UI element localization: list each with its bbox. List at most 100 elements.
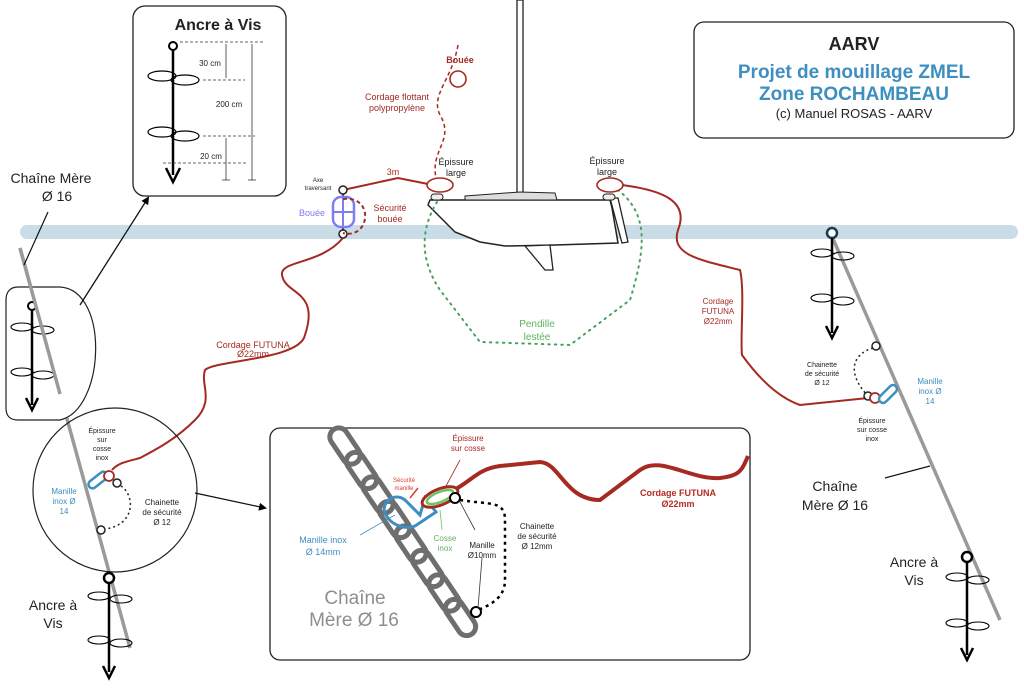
left-safety-chain-1: de sécurité — [142, 508, 182, 517]
left-chain-label-1: Chaîne Mère — [11, 170, 92, 186]
dim-30cm: 30 cm — [199, 59, 221, 68]
zoom-safety-chain-0: Chainette — [520, 522, 555, 531]
zoom-shackle-safety-1: manille — [394, 486, 414, 492]
weighted-pendant — [423, 189, 643, 347]
zoom-chain-label-1: Chaîne — [324, 588, 385, 609]
left-shackle-label-0: Manille — [51, 487, 77, 496]
anchor-detail-box — [132, 5, 287, 197]
title-copyright: (c) Manuel ROSAS - AARV — [776, 106, 933, 121]
right-shackle-label-2: 14 — [926, 397, 935, 406]
chain-label-leader-left — [23, 211, 49, 266]
zoom-rope-label-1: Ø22mm — [661, 499, 694, 509]
left-rope-label-0: Cordage FUTUNA — [216, 340, 290, 350]
right-chain-label-2: Mère Ø 16 — [802, 497, 868, 513]
left-rope-label-1: Ø22mm — [237, 349, 269, 359]
buoy-safety-label-1: bouée — [377, 214, 402, 224]
left-shackle-label-2: 14 — [60, 507, 69, 516]
zoom-small-shackle-1: Ø10mm — [468, 551, 497, 560]
left-safety-chain-0: Chainette — [145, 498, 180, 507]
chain-link — [426, 572, 462, 614]
title-box — [693, 21, 1015, 139]
chain-link — [343, 449, 380, 492]
right-safety-chain-0: Chainette — [807, 362, 837, 369]
title-text: AARV Projet de mouillage ZMEL Zone ROCHA… — [738, 34, 971, 121]
left-shackle-label-1: inox Ø — [52, 497, 75, 506]
splice-left-label-0: Épissure — [438, 157, 473, 167]
chain-link — [327, 425, 363, 467]
title-org: AARV — [829, 34, 880, 54]
left-connection-circle — [32, 407, 198, 573]
splice-left-label-1: large — [446, 168, 466, 178]
right-safety-chain-1: de sécurité — [805, 371, 839, 378]
pendant-label-0: Pendille — [519, 319, 555, 330]
chain-link — [409, 547, 446, 590]
buoy-label: Bouée — [299, 208, 325, 218]
left-bottom-anchor — [87, 583, 133, 681]
float-rope-label-0: Cordage flottant — [365, 92, 430, 102]
length-3m-label: 3m — [387, 167, 400, 177]
right-rope-label-1: FUTUNA — [702, 307, 735, 316]
chain-label-leader-right — [884, 465, 931, 479]
left-anchor-label-1: Ancre à — [29, 597, 77, 613]
splice-right — [596, 177, 624, 193]
callout-arrow-anchor — [79, 196, 150, 306]
right-futuna-rope — [621, 184, 869, 407]
left-chain-label-2: Ø 16 — [42, 188, 73, 204]
zoom-splice-label-1: sur cosse — [451, 444, 486, 453]
right-top-anchor — [810, 226, 855, 341]
dim-200cm: 200 cm — [216, 100, 243, 109]
axis-label-1: traversant — [305, 186, 332, 192]
top-buoy-label: Bouée — [446, 55, 474, 65]
right-anchor-label-1: Ancre à — [890, 554, 938, 570]
mooring-buoy — [331, 185, 367, 239]
left-splice-label-0: Épissure — [88, 426, 115, 435]
chain-link — [442, 596, 479, 639]
left-futuna-rope — [111, 237, 344, 471]
float-rope-label-1: polypropylène — [369, 103, 425, 113]
zoom-shackle-safety-0: Sécurité — [393, 478, 416, 484]
right-splice-label-0: Épissure — [858, 416, 885, 425]
axis-label-0: Axe — [313, 178, 324, 184]
boat-mast — [516, 0, 524, 197]
zoom-safety-chain-2: Ø 12mm — [522, 542, 553, 551]
left-anchor-label-2: Vis — [43, 615, 62, 631]
title-zone: Zone ROCHAMBEAU — [759, 84, 949, 105]
zoom-thimble-label-0: Cosse — [434, 534, 457, 543]
chain-link — [376, 498, 413, 541]
splice-right-label-0: Épissure — [589, 156, 624, 166]
zoom-detail-box — [269, 425, 751, 661]
zoom-chain-label-2: Mère Ø 16 — [309, 610, 399, 631]
floating-rope — [434, 44, 459, 179]
right-shackle-label-0: Manille — [917, 377, 943, 386]
right-splice-label-1: sur cosse — [857, 427, 887, 434]
right-rope-label-2: Ø22mm — [704, 317, 733, 326]
top-buoy — [449, 70, 467, 88]
buoy-safety-label-0: Sécurité — [373, 203, 406, 213]
zoom-rope-label-0: Cordage FUTUNA — [640, 488, 716, 498]
rope-3m — [342, 176, 429, 191]
right-safety-chain-2: Ø 12 — [814, 380, 829, 387]
chain-link — [360, 474, 396, 516]
dim-20cm: 20 cm — [200, 152, 222, 161]
left-safety-chain-2: Ø 12 — [153, 518, 171, 527]
title-project: Projet de mouillage ZMEL — [738, 62, 971, 83]
zoom-safety-chain-1: de sécurité — [517, 532, 557, 541]
pendant-label-1: lestée — [524, 332, 551, 343]
zoom-small-shackle-0: Manille — [469, 541, 495, 550]
right-splice-label-2: inox — [866, 436, 879, 443]
right-shackle-label-1: inox Ø — [918, 387, 941, 396]
splice-left — [426, 177, 454, 193]
left-splice-label-3: inox — [96, 455, 109, 462]
left-splice-label-1: sur — [97, 437, 107, 444]
zoom-shackle-label-0: Manille inox — [299, 535, 347, 545]
right-connection — [853, 341, 899, 405]
right-chain-label-1: Chaîne — [812, 478, 857, 494]
sailboat — [427, 191, 629, 271]
left-splice-label-2: cosse — [93, 446, 111, 453]
right-anchor-label-2: Vis — [904, 572, 923, 588]
anchor-detail-title: Ancre à Vis — [175, 17, 262, 34]
splice-right-label-1: large — [597, 167, 617, 177]
zoom-shackle-label-1: Ø 14mm — [306, 547, 341, 557]
